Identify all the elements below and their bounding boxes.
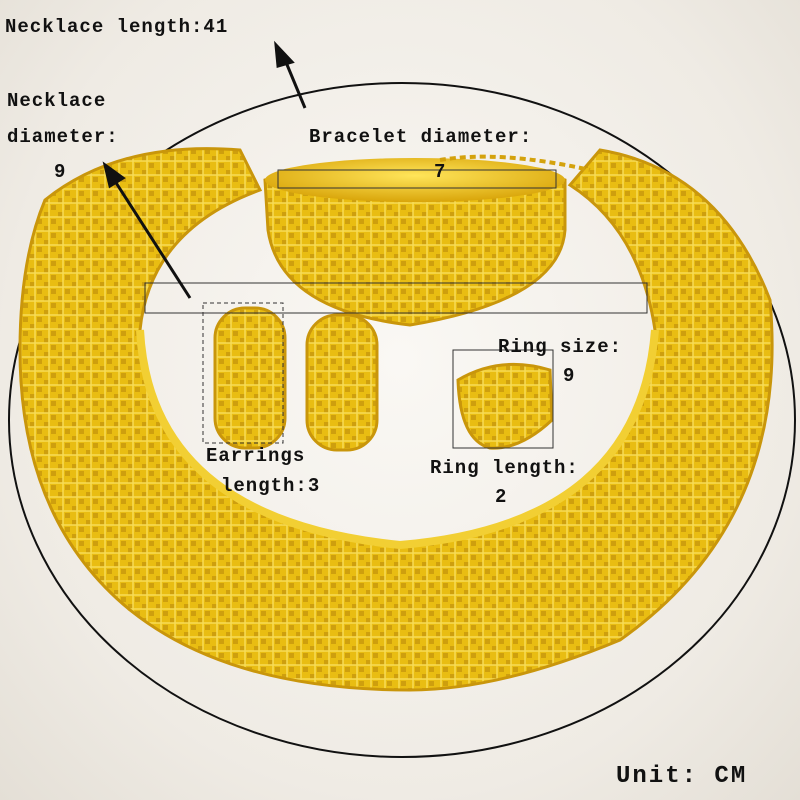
earrings-length-label-line1: Earrings (206, 445, 306, 467)
bracelet-diameter-label: Bracelet diameter: (309, 126, 533, 148)
unit-label: Unit: CM (616, 763, 748, 790)
earring-right (305, 313, 379, 452)
ring-length-value: 2 (495, 486, 508, 508)
necklace-diameter-value: 9 (54, 161, 67, 183)
ring-size-label: Ring size: (498, 336, 623, 358)
necklace-diameter-label-line2: diameter: (7, 126, 119, 148)
bracelet-diameter-value: 7 (434, 161, 447, 183)
ring-length-label: Ring length: (430, 457, 579, 479)
necklace-length-label: Necklace length:41 (5, 16, 229, 38)
necklace-diameter-label-line1: Necklace (7, 90, 107, 112)
ring-size-value: 9 (563, 365, 576, 387)
necklace-length-outline (8, 82, 796, 758)
ring (456, 362, 554, 450)
earrings-length-label-line2: length:3 (221, 475, 321, 497)
earring-left (213, 306, 287, 450)
measurement-lines (144, 169, 648, 449)
pointer-arrows (102, 40, 307, 299)
